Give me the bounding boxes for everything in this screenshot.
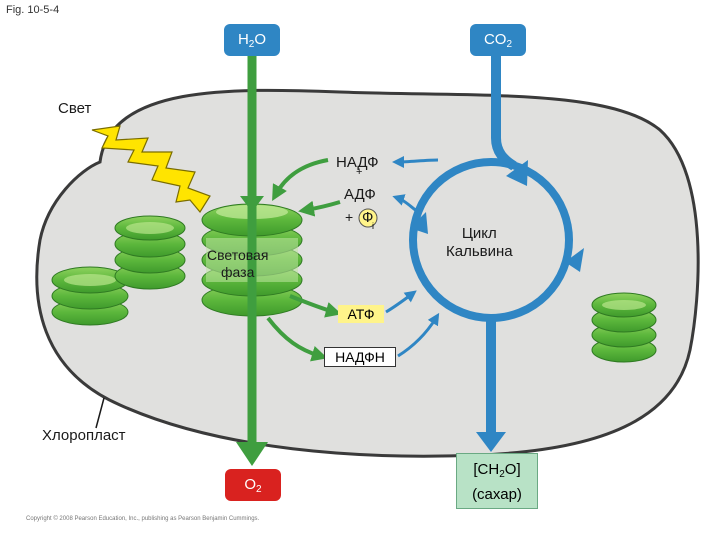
calvin-arrowhead-right bbox=[565, 248, 584, 272]
light-reactions-label: Световая фаза bbox=[207, 247, 268, 281]
calvin-arrowhead-left bbox=[410, 212, 428, 234]
thylakoid-stack-right bbox=[591, 292, 657, 363]
light-to-atp-arrow bbox=[289, 294, 342, 318]
water-sub: 2 bbox=[248, 39, 255, 50]
nadp-plus-label: + bbox=[356, 166, 363, 178]
water-arrowhead bbox=[240, 196, 264, 212]
oxygen-pill: O2 bbox=[225, 469, 281, 501]
plus-label: + bbox=[345, 209, 354, 225]
water-pill: H2O bbox=[224, 24, 280, 56]
thylakoid-stack-left-2 bbox=[114, 215, 186, 290]
oxygen-arrowhead bbox=[236, 442, 268, 466]
sugar-formula-a: [CH bbox=[473, 461, 500, 478]
chloroplast-label: Хлоропласт bbox=[42, 427, 126, 444]
adp-to-light-arrow bbox=[298, 200, 341, 217]
light-label: Свет bbox=[58, 100, 92, 117]
nadp-to-light-arrow bbox=[272, 158, 329, 201]
sugar-formula-sub: 2 bbox=[499, 469, 505, 480]
cycle-to-adp-arrow bbox=[392, 194, 419, 214]
light-to-nadph-arrow bbox=[266, 316, 328, 362]
chloroplast-pointer-line bbox=[95, 397, 105, 429]
sugar-arrowhead bbox=[476, 432, 506, 452]
copyright-text: Copyright © 2008 Pearson Education, Inc.… bbox=[26, 516, 260, 522]
adp-label: АДФ bbox=[344, 186, 376, 203]
sugar-formula: [CH2O] bbox=[457, 460, 537, 485]
sugar-formula-b: O] bbox=[504, 461, 521, 478]
chloroplast-outer-membrane bbox=[35, 88, 700, 458]
co2-sub: 2 bbox=[506, 39, 513, 50]
light-reactions-line-2: фаза bbox=[221, 264, 255, 280]
nadp-label: НАДФ bbox=[336, 154, 379, 171]
cycle-to-nadp-arrow bbox=[392, 155, 439, 168]
sugar-name: (сахар) bbox=[472, 486, 522, 503]
atp-to-cycle-arrow bbox=[385, 290, 417, 314]
o2-main: O bbox=[244, 476, 257, 493]
atp-label: АТФ bbox=[338, 305, 384, 323]
sugar-box: [CH2O] (сахар) bbox=[456, 453, 538, 509]
phosphate-sub-label: i bbox=[372, 221, 374, 231]
light-reactions-line-1: Световая bbox=[207, 247, 269, 263]
nadph-label: НАДФН bbox=[324, 347, 396, 367]
water-tail: O bbox=[254, 31, 267, 48]
phosphate-circle bbox=[358, 208, 378, 228]
phosphate-label: Ф bbox=[362, 209, 374, 226]
calvin-line-2: Кальвина bbox=[446, 243, 513, 260]
calvin-cycle-label: Цикл Кальвина bbox=[446, 225, 513, 261]
figure-number: Fig. 10-5-4 bbox=[6, 4, 60, 16]
co2-main: CO bbox=[483, 31, 507, 48]
nadph-to-cycle-arrow bbox=[397, 312, 440, 358]
calvin-line-1: Цикл bbox=[461, 225, 497, 242]
o2-sub: 2 bbox=[256, 484, 262, 495]
water-main: H bbox=[237, 31, 249, 48]
co2-pill: CO2 bbox=[470, 24, 526, 56]
lightning-bolt-icon bbox=[91, 125, 211, 214]
